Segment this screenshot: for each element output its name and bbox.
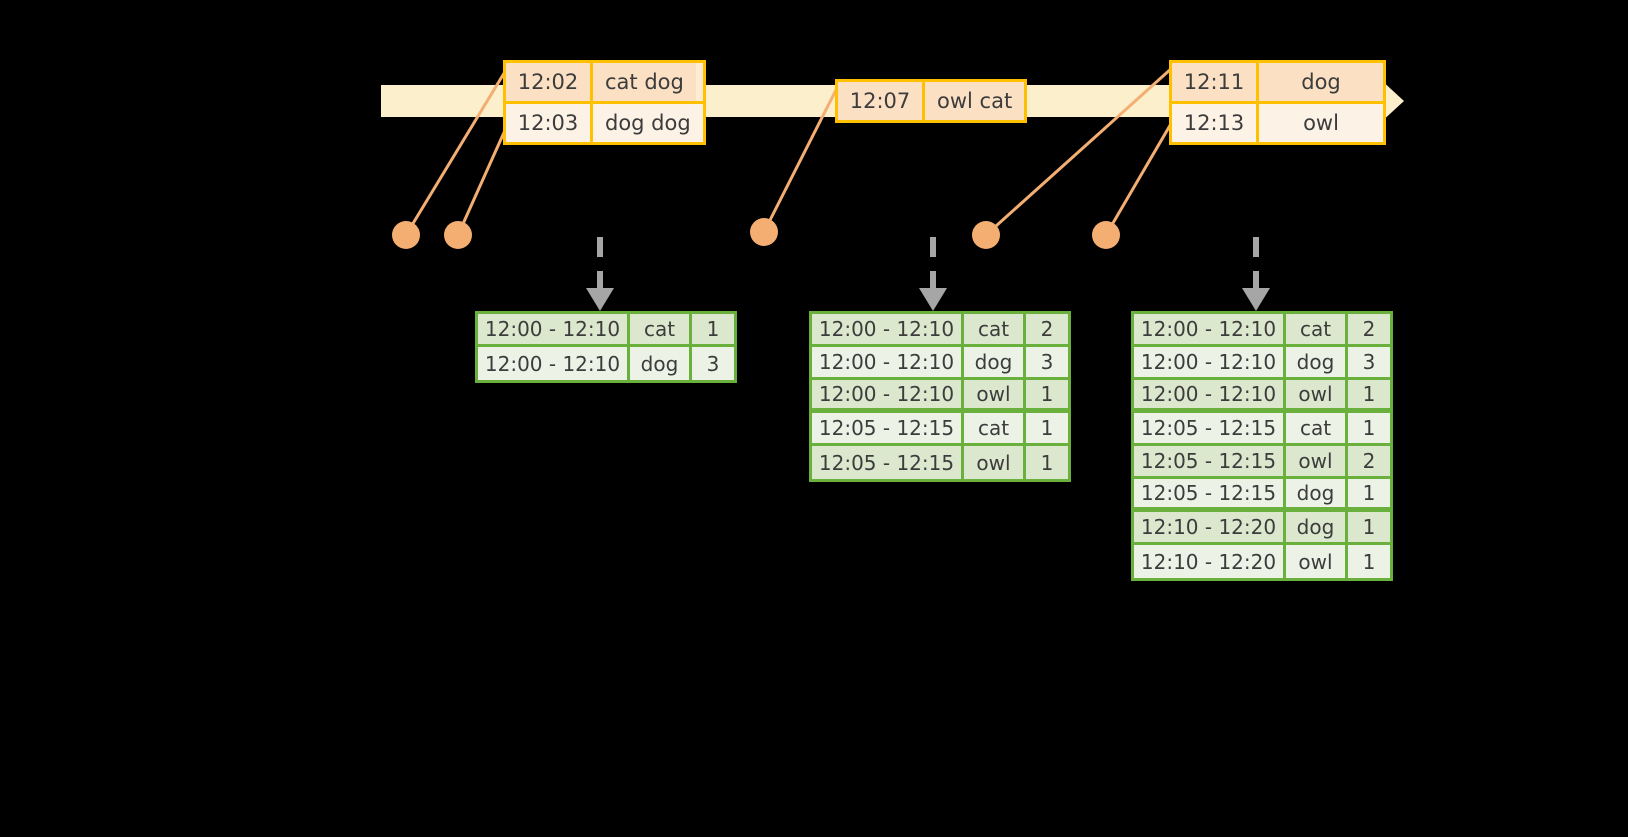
event-row[interactable]: 12:03 dog dog	[506, 101, 703, 142]
dashed-arrow-2	[919, 237, 947, 311]
window-cell: 12:05 - 12:15	[1134, 479, 1286, 512]
dashed-arrow-3	[1242, 237, 1270, 311]
count-cell: 1	[1348, 512, 1390, 545]
count-cell: 1	[1026, 413, 1068, 446]
window-cell: 12:10 - 12:20	[1134, 545, 1286, 578]
count-cell: 3	[1026, 347, 1068, 380]
event-dot-2	[444, 221, 472, 249]
count-cell: 2	[1348, 314, 1390, 347]
event-group-2[interactable]: 12:07 owl cat	[835, 79, 1028, 123]
window-cell: 12:05 - 12:15	[1134, 446, 1286, 479]
event-row[interactable]: 12:02 cat dog	[506, 63, 703, 101]
event-row[interactable]: 12:11 dog	[1172, 63, 1383, 101]
word-cell: owl	[964, 446, 1026, 479]
window-cell: 12:10 - 12:20	[1134, 512, 1286, 545]
dashed-arrows	[586, 237, 1270, 311]
word-cell: dog	[964, 347, 1026, 380]
table-row[interactable]: 12:05 - 12:15 cat 1	[1134, 413, 1390, 446]
table-row[interactable]: 12:00 - 12:10 cat 2	[812, 314, 1068, 347]
table-row[interactable]: 12:05 - 12:15 dog 1	[1134, 479, 1390, 512]
count-cell: 1	[1348, 380, 1390, 413]
word-cell: cat	[964, 314, 1026, 347]
table-row[interactable]: 12:05 - 12:15 cat 1	[812, 413, 1068, 446]
event-time: 12:07	[838, 82, 925, 120]
count-cell: 1	[1348, 413, 1390, 446]
table-row[interactable]: 12:00 - 12:10 cat 2	[1134, 314, 1390, 347]
event-value: owl cat	[925, 82, 1025, 120]
window-cell: 12:00 - 12:10	[1134, 314, 1286, 347]
count-cell: 1	[1026, 380, 1068, 413]
count-cell: 2	[1348, 446, 1390, 479]
word-cell: owl	[1286, 380, 1348, 413]
word-cell: cat	[1286, 314, 1348, 347]
event-dot-4	[972, 221, 1000, 249]
event-value: cat dog	[593, 63, 696, 101]
event-value: dog	[1259, 63, 1383, 101]
event-dot-5	[1092, 221, 1120, 249]
window-cell: 12:00 - 12:10	[812, 380, 964, 413]
word-cell: dog	[1286, 479, 1348, 512]
table-row[interactable]: 12:05 - 12:15 owl 2	[1134, 446, 1390, 479]
event-time: 12:03	[506, 104, 593, 142]
event-dots	[392, 218, 1120, 249]
dashed-arrow-1	[586, 237, 614, 311]
table-row[interactable]: 12:00 - 12:10 owl 1	[1134, 380, 1390, 413]
word-cell: dog	[630, 347, 692, 380]
event-group-1[interactable]: 12:02 cat dog 12:03 dog dog	[503, 60, 706, 145]
count-cell: 1	[1348, 545, 1390, 578]
word-cell: cat	[1286, 413, 1348, 446]
event-dot-1	[392, 221, 420, 249]
window-cell: 12:00 - 12:10	[478, 314, 630, 347]
result-table-1[interactable]: 12:00 - 12:10 cat 1 12:00 - 12:10 dog 3	[475, 311, 737, 383]
word-cell: cat	[630, 314, 692, 347]
result-table-3[interactable]: 12:00 - 12:10 cat 2 12:00 - 12:10 dog 3 …	[1131, 311, 1393, 581]
window-cell: 12:00 - 12:10	[812, 347, 964, 380]
word-cell: dog	[1286, 512, 1348, 545]
event-row[interactable]: 12:07 owl cat	[838, 82, 1025, 120]
event-time: 12:13	[1172, 104, 1259, 142]
word-cell: cat	[964, 413, 1026, 446]
count-cell: 1	[1026, 446, 1068, 479]
word-cell: owl	[1286, 446, 1348, 479]
word-cell: owl	[1286, 545, 1348, 578]
count-cell: 3	[1348, 347, 1390, 380]
table-row[interactable]: 12:00 - 12:10 dog 3	[1134, 347, 1390, 380]
count-cell: 2	[1026, 314, 1068, 347]
window-cell: 12:00 - 12:10	[1134, 380, 1286, 413]
word-cell: dog	[1286, 347, 1348, 380]
event-row[interactable]: 12:13 owl	[1172, 101, 1383, 142]
window-cell: 12:05 - 12:15	[812, 413, 964, 446]
count-cell: 1	[1348, 479, 1390, 512]
window-cell: 12:05 - 12:15	[1134, 413, 1286, 446]
event-value: owl	[1259, 104, 1383, 142]
event-group-3[interactable]: 12:11 dog 12:13 owl	[1169, 60, 1386, 145]
table-row[interactable]: 12:00 - 12:10 owl 1	[812, 380, 1068, 413]
event-time: 12:02	[506, 63, 593, 101]
window-cell: 12:05 - 12:15	[812, 446, 964, 479]
table-row[interactable]: 12:00 - 12:10 dog 3	[478, 347, 734, 380]
event-value: dog dog	[593, 104, 703, 142]
word-cell: owl	[964, 380, 1026, 413]
table-row[interactable]: 12:10 - 12:20 dog 1	[1134, 512, 1390, 545]
count-cell: 3	[692, 347, 734, 380]
table-row[interactable]: 12:00 - 12:10 dog 3	[812, 347, 1068, 380]
table-row[interactable]: 12:05 - 12:15 owl 1	[812, 446, 1068, 479]
event-time: 12:11	[1172, 63, 1259, 101]
table-row[interactable]: 12:00 - 12:10 cat 1	[478, 314, 734, 347]
window-cell: 12:00 - 12:10	[1134, 347, 1286, 380]
window-cell: 12:00 - 12:10	[812, 314, 964, 347]
event-dot-3	[750, 218, 778, 246]
result-table-2[interactable]: 12:00 - 12:10 cat 2 12:00 - 12:10 dog 3 …	[809, 311, 1071, 482]
window-cell: 12:00 - 12:10	[478, 347, 630, 380]
table-row[interactable]: 12:10 - 12:20 owl 1	[1134, 545, 1390, 578]
count-cell: 1	[692, 314, 734, 347]
